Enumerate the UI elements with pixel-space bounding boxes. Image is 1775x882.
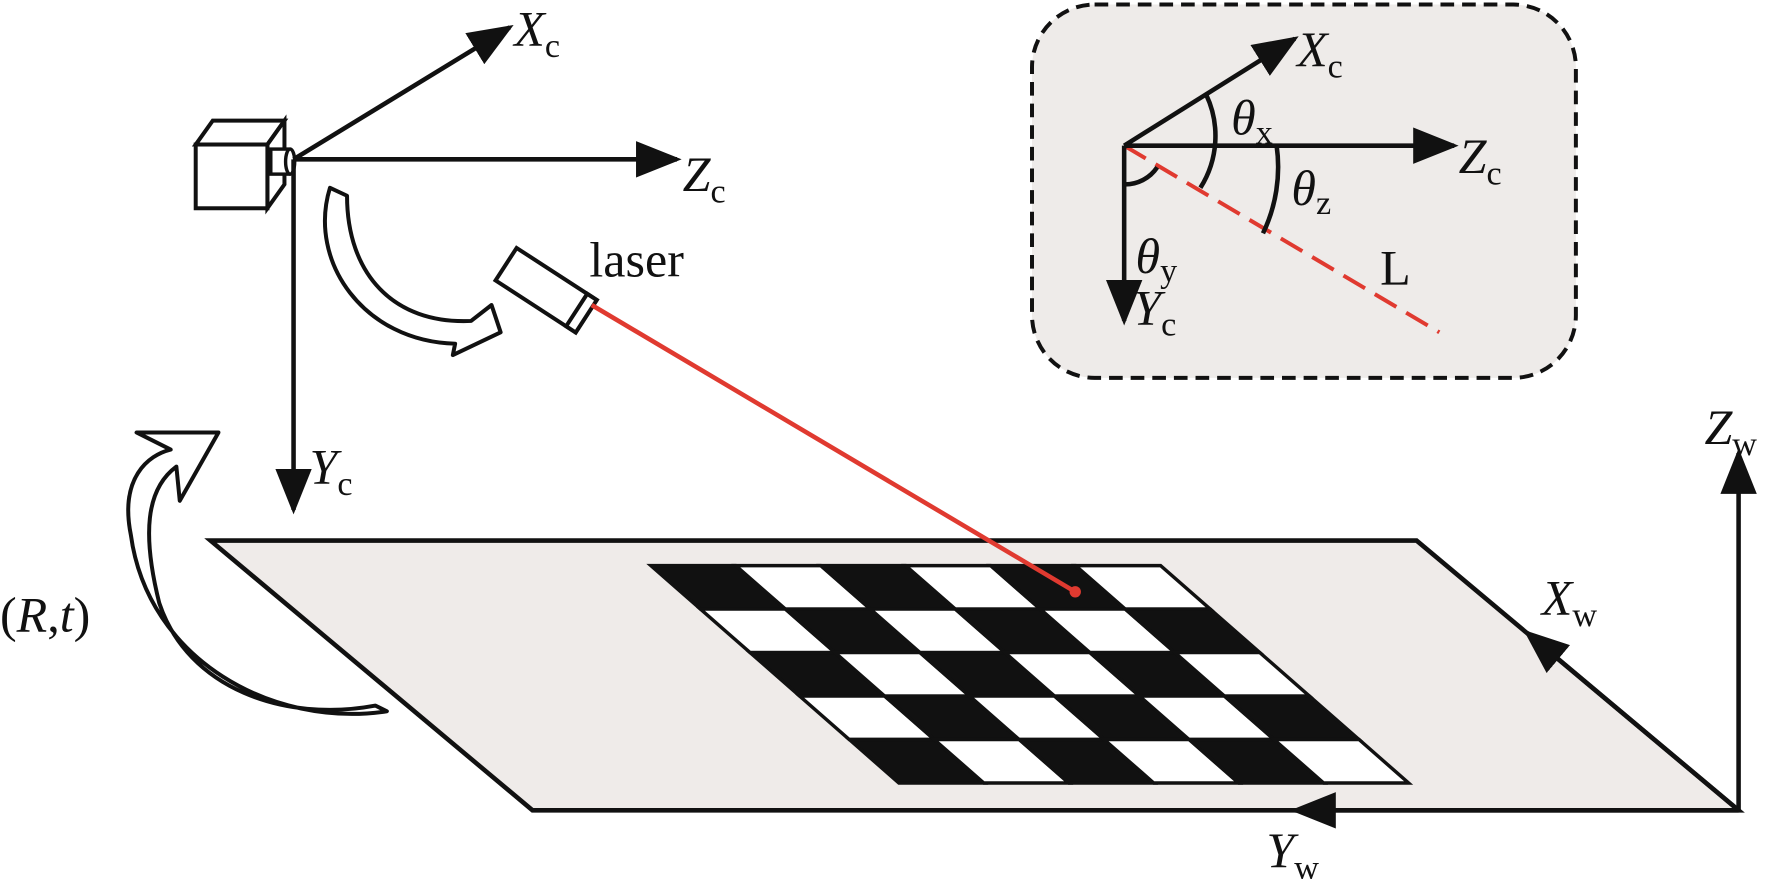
inset-line-l [1123, 143, 1441, 335]
inset-z-label: Zc [1459, 128, 1502, 192]
camera-y-label: Yc [309, 439, 352, 503]
inset-l-label: L [1380, 240, 1411, 296]
theta-x-label: θx [1231, 89, 1273, 151]
curved-arrow-icon [323, 185, 503, 358]
camera-z-label: Zc [683, 146, 726, 210]
laser-icon [492, 245, 600, 336]
theta-y-label: θy [1136, 228, 1178, 290]
theta-z-label: θz [1291, 160, 1331, 222]
world-x-label: Xw [1540, 570, 1598, 634]
world-x-axis [1523, 629, 1741, 813]
camera-x-label: Xc [512, 1, 560, 65]
angle-inset: Xc Zc Yc θx θz θy L [1030, 2, 1578, 380]
camera-x-axis [292, 24, 514, 162]
inset-x-axis [1122, 36, 1299, 148]
inset-y-label: Yc [1133, 279, 1176, 343]
rotation-arrow-icon [126, 430, 389, 716]
laser-label: laser [589, 232, 684, 288]
camera-icon [191, 114, 297, 215]
theta-z-arc [1260, 145, 1281, 235]
laser-beam [590, 303, 1077, 594]
checkerboard [646, 563, 1414, 785]
world-z-label: Zw [1704, 399, 1757, 463]
theta-y-arc [1124, 165, 1160, 187]
transform-label: (R,t) [0, 587, 90, 643]
checker-square-white [1269, 737, 1414, 785]
world-y-label: Yw [1266, 822, 1319, 882]
laser-spot [1069, 586, 1081, 598]
inset-x-label: Xc [1295, 21, 1343, 85]
theta-x-arc [1198, 93, 1218, 189]
